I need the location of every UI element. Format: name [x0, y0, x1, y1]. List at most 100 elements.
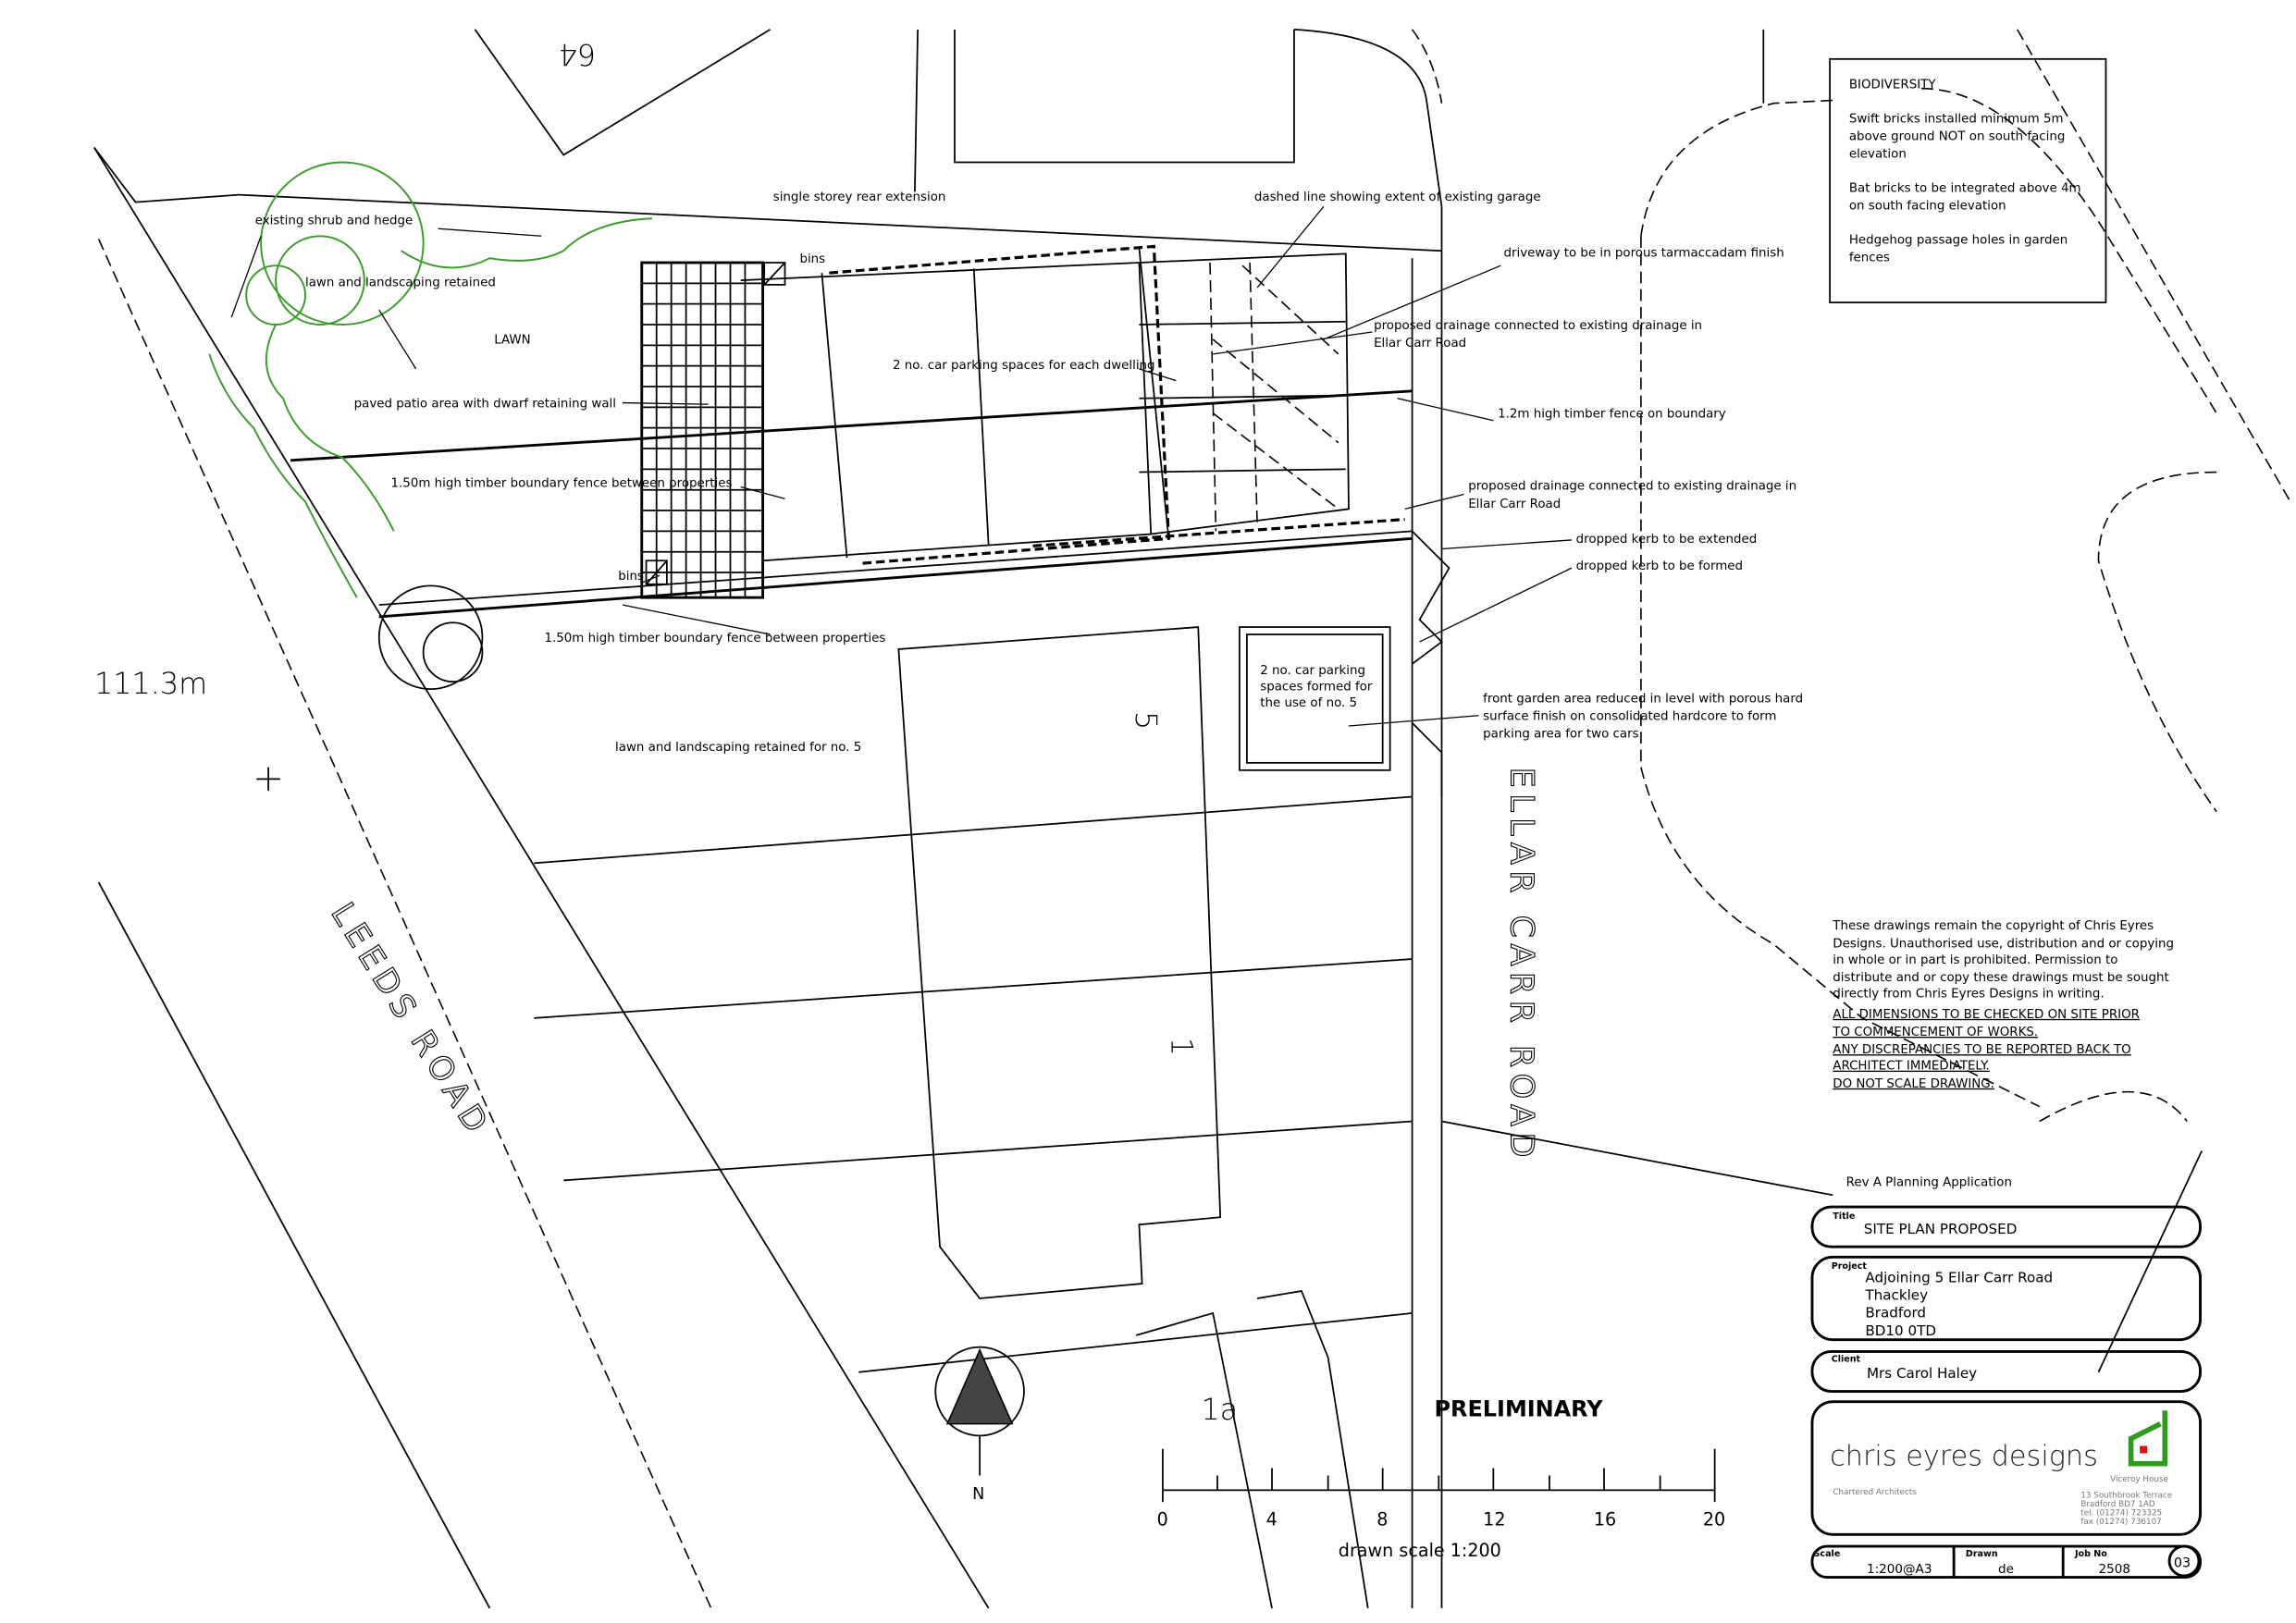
house-number-5: 5: [1129, 711, 1164, 730]
scale-tick: 8: [1376, 1509, 1388, 1531]
title-label: Title: [1833, 1211, 1856, 1222]
warning-line: TO COMMENCEMENT OF WORKS.: [1832, 1026, 2038, 1039]
level-label: 111.3m: [94, 666, 207, 701]
label-garage-extent: dashed line showing extent of existing g…: [1254, 191, 1541, 204]
tree-circle: [422, 621, 484, 682]
company-logo: [2128, 1410, 2168, 1467]
project-line: BD10 0TD: [1865, 1322, 1936, 1339]
biodiversity-item: fences: [1849, 251, 1890, 264]
copyright-line: directly from Chris Eyres Designs in wri…: [1833, 988, 2104, 1002]
label-front-garden: surface finish on consolidated hardcore …: [1483, 710, 1776, 724]
label-drainage: proposed drainage connected to existing …: [1374, 319, 1702, 333]
scale-tick: 12: [1483, 1509, 1505, 1531]
label-parking-no5: spaces formed for: [1260, 681, 1373, 695]
label-shrub-hedge: existing shrub and hedge: [255, 215, 413, 228]
label-drainage: proposed drainage connected to existing …: [1468, 480, 1796, 494]
warning-line: ALL DIMENSIONS TO BE CHECKED ON SITE PRI…: [1833, 1008, 2140, 1022]
label-drainage: Ellar Carr Road: [1468, 498, 1561, 511]
project-line: Thackley: [1864, 1287, 1928, 1304]
warning-line: ARCHITECT IMMEDIATELY.: [1833, 1060, 1990, 1074]
scale-bar: 0 4 8 12 16 20 drawn scale 1:200: [1157, 1448, 1725, 1561]
label-lawn-retained: lawn and landscaping retained: [305, 277, 496, 290]
label-driveway: driveway to be in porous tarmaccadam fin…: [1504, 247, 1784, 261]
drawn-label: Drawn: [1966, 1549, 1998, 1559]
biodiversity-item: on south facing elevation: [1849, 200, 2006, 214]
tree-circle: [377, 584, 484, 690]
label-lawn: LAWN: [494, 334, 530, 348]
proposed-dwellings: [640, 244, 1405, 599]
preliminary-stamp: PRELIMINARY: [1435, 1396, 1604, 1422]
scale-label: Scale: [1814, 1549, 1841, 1559]
biodiversity-item: Hedgehog passage holes in garden: [1849, 233, 2068, 247]
label-fence-12: 1.2m high timber fence on boundary: [1498, 408, 1726, 422]
copyright-line: in whole or in part is prohibited. Permi…: [1833, 953, 2117, 967]
company-address: Viceroy House: [2110, 1475, 2168, 1484]
biodiversity-item: elevation: [1849, 148, 1907, 162]
scale-value: 1:200@A3: [1867, 1562, 1932, 1577]
label-kerb-extended: dropped kerb to be extended: [1576, 533, 1758, 547]
title-block: Rev A Planning Application Title SITE PL…: [1810, 1176, 2202, 1579]
biodiversity-item: Bat bricks to be integrated above 4m: [1849, 181, 2081, 195]
annotations: single storey rear extension existing sh…: [94, 37, 1803, 1427]
label-bins: bins: [799, 252, 825, 266]
house-number-1a: 1a: [1201, 1392, 1238, 1427]
sheet-number: 03: [2174, 1555, 2191, 1570]
warning-line: ANY DISCREPANCIES TO BE REPORTED BACK TO: [1833, 1043, 2130, 1057]
label-fence-150: 1.50m high timber boundary fence between…: [544, 632, 885, 646]
road-name-ellar-carr: ELLAR CARR ROAD: [1502, 768, 1540, 1163]
job-label: Job No: [2074, 1549, 2107, 1559]
house-number-64: 64: [559, 37, 597, 72]
scale-tick: 4: [1266, 1509, 1278, 1531]
client-name: Mrs Carol Haley: [1867, 1365, 1977, 1382]
company-address: tel. (01274) 723325: [2080, 1509, 2162, 1518]
biodiversity-box: BIODIVERSITY Swift bricks installed mini…: [1829, 57, 2107, 303]
road-name-leeds: LEEDS ROAD: [323, 896, 498, 1144]
house-number-1: 1: [1165, 1038, 1200, 1056]
job-number: 2508: [2098, 1562, 2129, 1577]
level-marker: [256, 767, 280, 792]
leader-arrows: [230, 205, 1573, 727]
label-patio: paved patio area with dwarf retaining wa…: [354, 397, 616, 411]
revision-note: Rev A Planning Application: [1846, 1176, 2012, 1190]
client-label: Client: [1832, 1355, 1861, 1365]
scale-tick: 16: [1594, 1509, 1616, 1531]
company-address: fax (01274) 736107: [2080, 1518, 2161, 1527]
label-bins: bins: [618, 570, 644, 584]
drawn-value: de: [1998, 1562, 2014, 1577]
label-kerb-formed: dropped kerb to be formed: [1576, 559, 1743, 573]
biodiversity-item: above ground NOT on south facing: [1849, 130, 2066, 144]
copyright-line: distribute and or copy these drawings mu…: [1833, 971, 2169, 985]
company-address: Bradford BD7 1AD: [2080, 1500, 2155, 1509]
leeds-road-lines: [93, 147, 990, 1609]
biodiversity-heading: BIODIVERSITY: [1849, 79, 1936, 92]
label-lawn-no5: lawn and landscaping retained for no. 5: [615, 741, 861, 755]
north-arrow: N: [934, 1346, 1025, 1504]
landscaping-trees: [208, 161, 652, 598]
scale-tick: 20: [1703, 1509, 1725, 1531]
project-label: Project: [1832, 1261, 1868, 1272]
label-parking-no5: 2 no. car parking: [1260, 664, 1365, 678]
scale-tick: 0: [1157, 1509, 1168, 1531]
copyright-line: These drawings remain the copyright of C…: [1832, 919, 2154, 933]
project-line: Adjoining 5 Ellar Carr Road: [1865, 1269, 2053, 1285]
company-name: chris eyres designs: [1830, 1440, 2098, 1472]
label-front-garden: parking area for two cars: [1483, 728, 1638, 742]
boundaries: [239, 29, 2291, 1609]
copyright-line: Designs. Unauthorised use, distribution …: [1833, 937, 2174, 951]
label-parking-no5: the use of no. 5: [1260, 696, 1357, 710]
biodiversity-item: Swift bricks installed minimum 5m: [1849, 112, 2064, 126]
drawing-title: SITE PLAN PROPOSED: [1864, 1221, 2018, 1237]
warning-line: DO NOT SCALE DRAWING.: [1833, 1077, 1994, 1091]
label-parking-each: 2 no. car parking spaces for each dwelli…: [893, 359, 1155, 373]
label-front-garden: front garden area reduced in level with …: [1483, 692, 1803, 706]
label-rear-extension: single storey rear extension: [773, 191, 946, 204]
label-drainage: Ellar Carr Road: [1374, 337, 1466, 350]
project-line: Bradford: [1865, 1305, 1926, 1322]
label-fence-150: 1.50m high timber boundary fence between…: [391, 477, 733, 491]
north-label: N: [972, 1485, 984, 1504]
existing-houses: [897, 530, 1450, 1609]
copyright-notes: These drawings remain the copyright of C…: [1832, 919, 2174, 1091]
company-address: 13 Southbrook Terrace: [2080, 1491, 2172, 1500]
company-tagline: Chartered Architects: [1833, 1488, 1917, 1497]
